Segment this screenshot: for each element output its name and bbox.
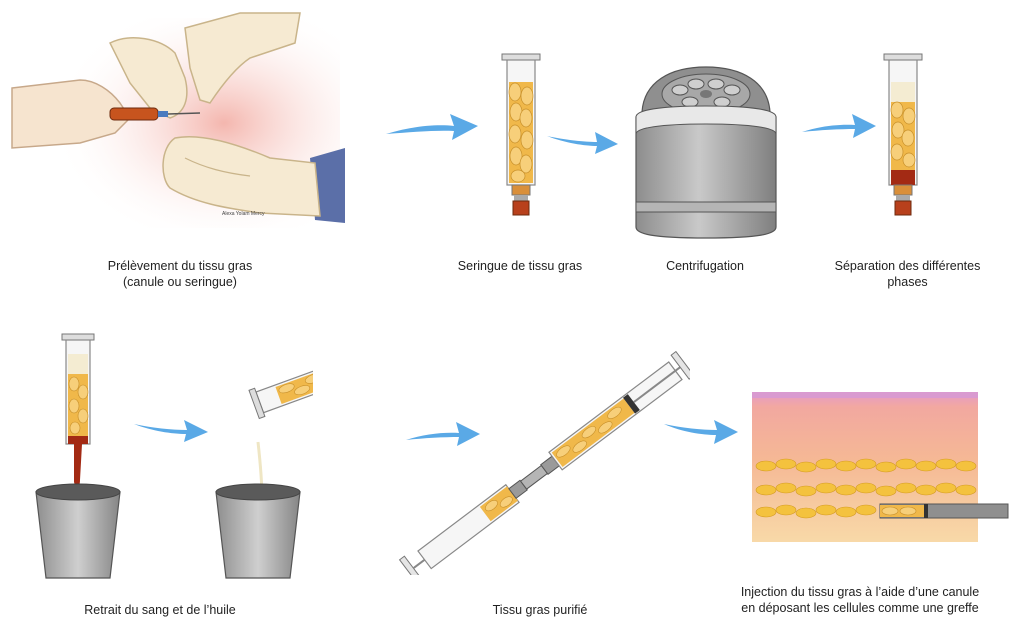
draining-cups-illustration [35,333,313,579]
step-caption-purified: Tissu gras purifié [492,603,588,617]
step-caption-harvest: Prélèvement du tissu gras (canule ou ser… [107,259,253,289]
separated-phases-syringe-illustration [883,53,923,216]
fat-harvest-hands-illustration: Alexa Yolam Mercy [11,12,345,228]
purified-fat-syringes-illustration [398,350,690,575]
flow-arrow-icon [406,422,480,446]
skin-injection-cross-section-illustration [752,392,1009,542]
flow-arrow-icon [664,420,738,444]
step-caption-injection: Injection du tissu gras à l’aide d’une c… [740,585,980,615]
step-caption-syringe: Seringue de tissu gras [457,259,583,273]
centrifuge-illustration [635,66,777,239]
step-caption-drain: Retrait du sang et de l’huile [84,603,236,617]
flow-arrow-icon [802,114,876,138]
step-caption-centrifuge: Centrifugation [666,259,744,273]
flow-arrow-icon [134,420,208,442]
step-caption-separation: Séparation des différentes phases [834,259,981,289]
fat-syringe-illustration [501,53,541,216]
flow-arrow-icon [386,114,478,140]
artist-signature: Alexa Yolam Mercy [222,211,265,217]
flow-arrow-icon [547,132,618,154]
